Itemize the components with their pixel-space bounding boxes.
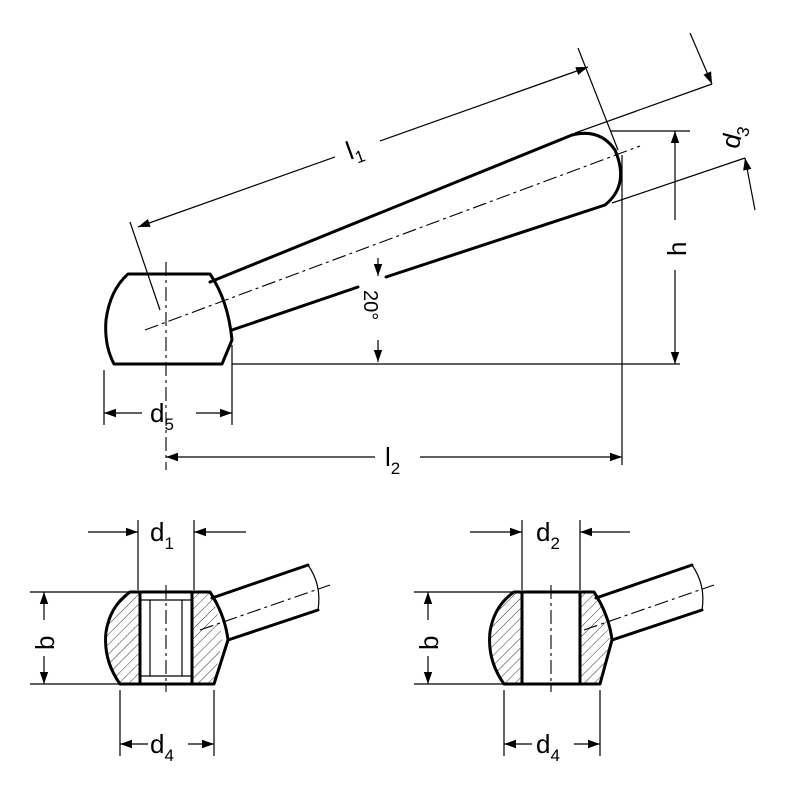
arm-right-break — [691, 564, 704, 611]
arm-left-break — [307, 564, 320, 611]
angle-label: 20° — [359, 290, 381, 320]
d3-arrow-bottom — [743, 157, 756, 211]
arm-left-centerline — [199, 584, 331, 631]
d3-extension-bottom — [611, 157, 746, 204]
dimension-d5: d5 — [103, 345, 233, 434]
main-view-lever — [104, 131, 680, 470]
section-view-d2: d2 b d4 — [414, 517, 715, 765]
lever-tip — [603, 148, 623, 207]
dimension-d3: d3 — [574, 32, 756, 211]
lever-upper-edge — [208, 131, 617, 284]
d3-extension-top — [574, 83, 713, 134]
dimension-l2: l2 — [166, 155, 623, 478]
d4-right-label: d4 — [536, 729, 560, 765]
arm-left-top — [210, 563, 310, 600]
d5-label: d5 — [150, 398, 174, 434]
dimension-angle: 20° — [359, 258, 383, 362]
section-right-left-hatch — [489, 592, 522, 684]
h-label: h — [662, 242, 692, 256]
d3-label: d3 — [715, 121, 754, 153]
section-left-hatch — [105, 592, 140, 684]
d1-label: d1 — [150, 517, 174, 553]
d4-left-label: d4 — [150, 729, 174, 765]
b-right-label: b — [414, 636, 444, 650]
d2-label: d2 — [536, 517, 560, 553]
section-right-outline — [488, 590, 614, 686]
section-right-hatch — [192, 592, 222, 684]
l1-label-bg — [335, 128, 380, 168]
l1-extension-right — [577, 47, 619, 151]
lever-lower-edge-left — [230, 285, 360, 332]
hub-outline — [104, 272, 234, 366]
dimension-l1: l1 — [129, 47, 619, 311]
section-right-right-hatch — [580, 592, 610, 684]
section-left-outline — [104, 590, 230, 686]
b-left-label: b — [30, 636, 60, 650]
l2-label: l2 — [385, 442, 400, 478]
arm-left-bottom — [226, 608, 320, 642]
arm-right-bottom — [610, 608, 704, 642]
l1-extension-left — [129, 221, 161, 311]
lever-centerline — [144, 145, 641, 331]
section-view-d1: d1 b d4 — [30, 517, 331, 765]
d3-arrow-top — [689, 32, 713, 85]
lever-lower-edge — [384, 203, 607, 279]
arm-right-centerline — [583, 584, 715, 631]
dimension-h: h — [610, 130, 692, 364]
arm-right-top — [594, 563, 694, 600]
